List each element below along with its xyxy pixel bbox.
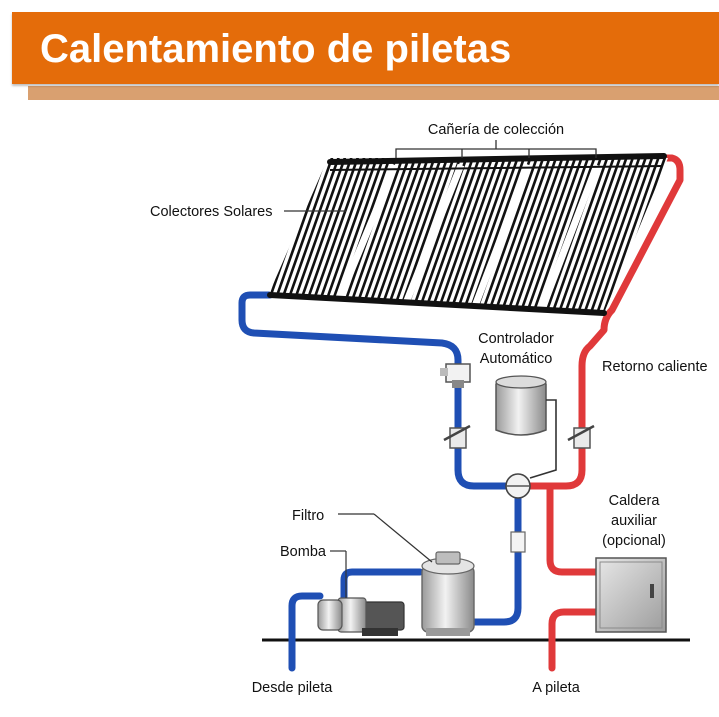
collector-tube xyxy=(561,158,625,313)
collector-tube xyxy=(497,158,561,313)
collector-tube xyxy=(529,158,593,313)
page-title: Calentamiento de piletas xyxy=(40,27,512,71)
collector-tube xyxy=(363,158,426,313)
label-heater-line2: auxiliar xyxy=(611,513,657,529)
collector-tube xyxy=(279,158,343,313)
collector-tube xyxy=(459,158,522,313)
label-heater-line3: (opcional) xyxy=(602,533,666,549)
collector-tube xyxy=(375,158,439,313)
collector-tube xyxy=(446,158,509,313)
collector-tube xyxy=(587,158,650,313)
pump xyxy=(317,597,405,636)
collector-tube xyxy=(388,158,452,313)
collector-tube xyxy=(420,158,484,313)
collector-tube xyxy=(299,158,362,313)
label-to-pool: A pileta xyxy=(532,680,580,696)
collector-tube xyxy=(382,158,445,313)
collector-tube xyxy=(439,158,503,313)
collector-tube xyxy=(311,158,375,313)
header-banner: Calentamiento de piletas xyxy=(12,12,719,84)
collection-pipe-bracket xyxy=(395,140,597,158)
collector-tube xyxy=(369,158,433,313)
collector-tube xyxy=(343,158,407,313)
collector-tube xyxy=(523,158,586,313)
collector-tube xyxy=(484,158,548,313)
inline-check-valve xyxy=(510,531,526,553)
collector-tube xyxy=(516,158,580,313)
automatic-controller xyxy=(495,375,557,479)
collector-tube xyxy=(510,158,573,313)
solar-collectors xyxy=(267,153,668,316)
header-banner-shadow xyxy=(28,86,719,100)
collector-tube xyxy=(286,158,349,313)
label-solar-collectors: Colectores Solares xyxy=(150,204,273,220)
label-controller-line2: Automático xyxy=(480,351,553,367)
collector-tube xyxy=(273,158,337,313)
collector-tube xyxy=(574,158,637,313)
collector-tube xyxy=(305,158,369,313)
isolation-valve-right xyxy=(567,424,595,449)
collector-tube xyxy=(555,158,618,313)
filter xyxy=(421,551,475,636)
check-valve-left xyxy=(440,363,471,388)
collector-tube xyxy=(395,158,458,313)
collector-tube xyxy=(324,158,388,313)
label-filter: Filtro xyxy=(292,508,324,524)
hot-pipe xyxy=(516,154,684,672)
collector-tube xyxy=(356,158,420,313)
collector-tube xyxy=(503,158,567,313)
collector-tube xyxy=(433,158,497,313)
collector-tube xyxy=(292,158,356,313)
collector-tube xyxy=(491,158,554,313)
collector-tube xyxy=(567,158,631,313)
label-from-pool: Desde pileta xyxy=(252,680,334,696)
label-hot-return: Retorno caliente xyxy=(602,359,708,375)
label-controller-line1: Controlador xyxy=(478,331,554,347)
collector-tube xyxy=(318,158,381,313)
collector-tube xyxy=(599,158,663,313)
collector-tube xyxy=(478,158,541,313)
collector-tube xyxy=(427,158,490,313)
collector-tube xyxy=(452,158,516,313)
motorized-valve xyxy=(505,473,531,499)
collector-tube xyxy=(593,158,657,313)
label-heater-line1: Caldera xyxy=(609,493,661,509)
collector-tube xyxy=(580,158,644,313)
collector-tube xyxy=(414,158,477,313)
auxiliary-heater xyxy=(595,557,667,633)
label-collection-pipe: Cañería de colección xyxy=(428,122,564,138)
isolation-valve-left xyxy=(443,424,471,449)
collector-tube xyxy=(350,158,413,313)
label-pump: Bomba xyxy=(280,544,327,560)
collector-tube xyxy=(548,158,612,313)
